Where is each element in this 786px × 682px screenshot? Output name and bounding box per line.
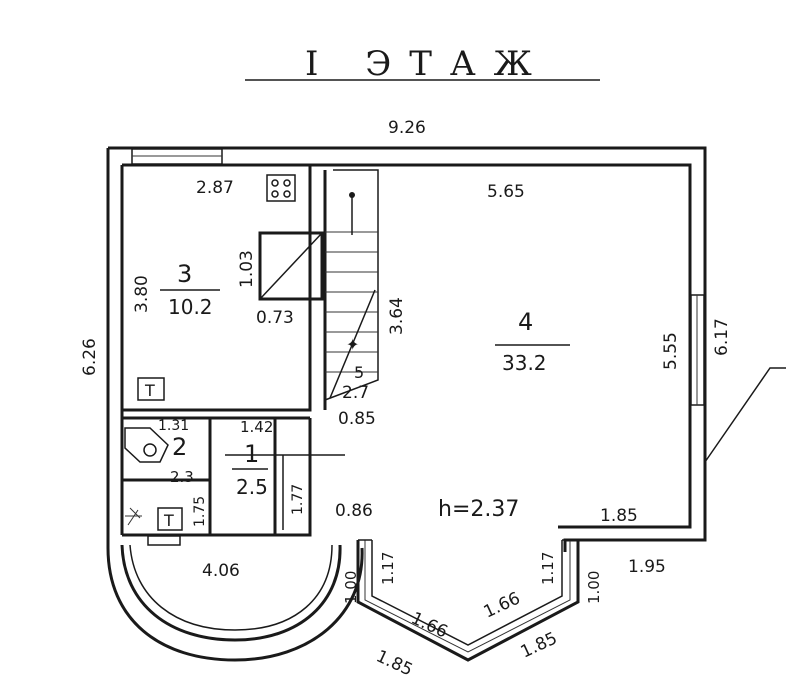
stair-arrow: ✦ — [346, 335, 359, 354]
stove-icon — [266, 174, 296, 202]
dim-room3-width: 2.87 — [196, 178, 234, 198]
stove-burner — [283, 190, 291, 198]
closet-diagonal — [259, 232, 323, 300]
dim-stair-gap: 0.85 — [338, 409, 376, 429]
dim-left-height: 6.26 — [80, 338, 100, 376]
bathroom-block — [122, 416, 312, 537]
leader-line — [704, 367, 786, 463]
dim-stair-width: 2.7 — [342, 383, 369, 403]
dim-bay-out-r: 1.85 — [518, 628, 561, 662]
dim-bay-left: 0.86 — [335, 501, 373, 521]
toilet-icon — [124, 427, 169, 463]
porch-step — [147, 535, 181, 546]
room3-area: 10.2 — [168, 295, 213, 319]
room4-number: 4 — [518, 308, 533, 336]
outer-wall — [106, 146, 707, 552]
dim-room4-height: 5.55 — [661, 332, 681, 370]
dim-bay-one-r: 1.00 — [585, 571, 603, 604]
stove-burner — [271, 179, 279, 187]
dim-room4-width: 5.65 — [487, 182, 525, 202]
fixture-t-label: T — [144, 381, 155, 400]
fixture-t2-box — [157, 507, 183, 531]
dim-bay-side-extra: 1.95 — [628, 557, 666, 577]
dim-bay-out-l: 1.85 — [373, 646, 416, 680]
closet-box — [258, 231, 324, 301]
dim-right-height: 6.17 — [712, 318, 732, 356]
plan-title: I ЭТАЖ — [305, 44, 550, 84]
hall-door — [225, 454, 345, 530]
inner-outline — [120, 163, 692, 535]
stair-diagonal — [329, 289, 376, 399]
dim-wc-height: 1.75 — [192, 496, 208, 527]
shower-hatch — [125, 507, 142, 526]
room3-number: 3 — [177, 260, 192, 288]
porch-outer — [106, 547, 364, 662]
dim-bay-seg-l: 1.66 — [408, 608, 451, 642]
dim-bay-side-l: 1.17 — [379, 552, 397, 585]
toilet-bowl — [143, 443, 157, 457]
dim-wc-width: 1.31 — [158, 418, 189, 434]
bay-window-glass — [364, 540, 571, 653]
porch-inner — [120, 544, 342, 642]
stove-burner — [283, 179, 291, 187]
dim-bay-seg-r: 1.66 — [481, 588, 524, 622]
bay-wall — [356, 540, 580, 662]
ceiling-height: h=2.37 — [438, 497, 519, 522]
stove-burner — [271, 190, 279, 198]
dim-top-width: 9.26 — [388, 118, 426, 138]
fixture-t-box — [137, 377, 165, 401]
bay-inner — [371, 540, 563, 646]
staircase-outline — [324, 169, 379, 401]
room2-number: 2 — [172, 433, 187, 461]
dim-closet-height: 1.03 — [237, 250, 257, 288]
dim-hall-width: 1.42 — [240, 418, 273, 436]
dim-porch-width: 4.06 — [202, 561, 240, 581]
dim-bay-right: 1.85 — [600, 506, 638, 526]
dim-closet-width: 0.73 — [256, 308, 294, 328]
room1-area: 2.5 — [236, 475, 268, 499]
dim-bay-one-l: 1.00 — [342, 571, 360, 604]
porch-inner-line — [129, 544, 333, 631]
room1-number: 1 — [244, 440, 259, 468]
dim-wc-sub: 2.3 — [170, 468, 194, 486]
room5-number: 5 — [354, 363, 364, 382]
dim-stair-height: 3.64 — [387, 297, 407, 335]
dim-bay-side-r: 1.17 — [539, 552, 557, 585]
room4-area: 33.2 — [502, 351, 547, 375]
stair-arrow-dot — [349, 192, 355, 198]
dim-hall-height: 1.77 — [290, 484, 306, 515]
fixture-t2-label: T — [163, 511, 174, 530]
dim-room3-height: 3.80 — [132, 275, 152, 313]
